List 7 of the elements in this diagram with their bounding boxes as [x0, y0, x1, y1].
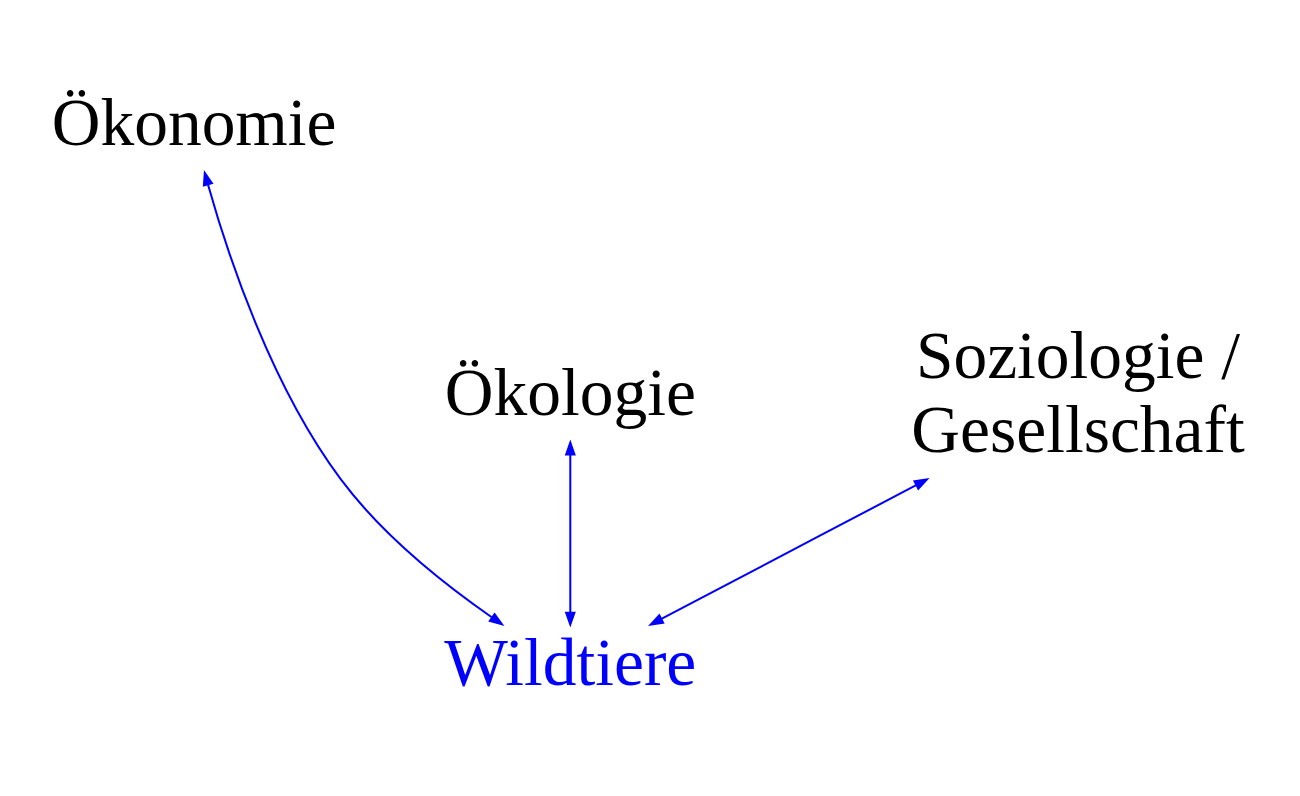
node-text: Ökonomie: [51, 84, 337, 160]
arrow: [202, 169, 505, 626]
node-text: Ökologie: [444, 354, 696, 430]
arrow: [564, 439, 576, 628]
node-text: Wildtiere: [444, 624, 697, 700]
arrow: [648, 477, 930, 626]
node-text: Soziologie / Gesellschaft: [911, 317, 1245, 467]
